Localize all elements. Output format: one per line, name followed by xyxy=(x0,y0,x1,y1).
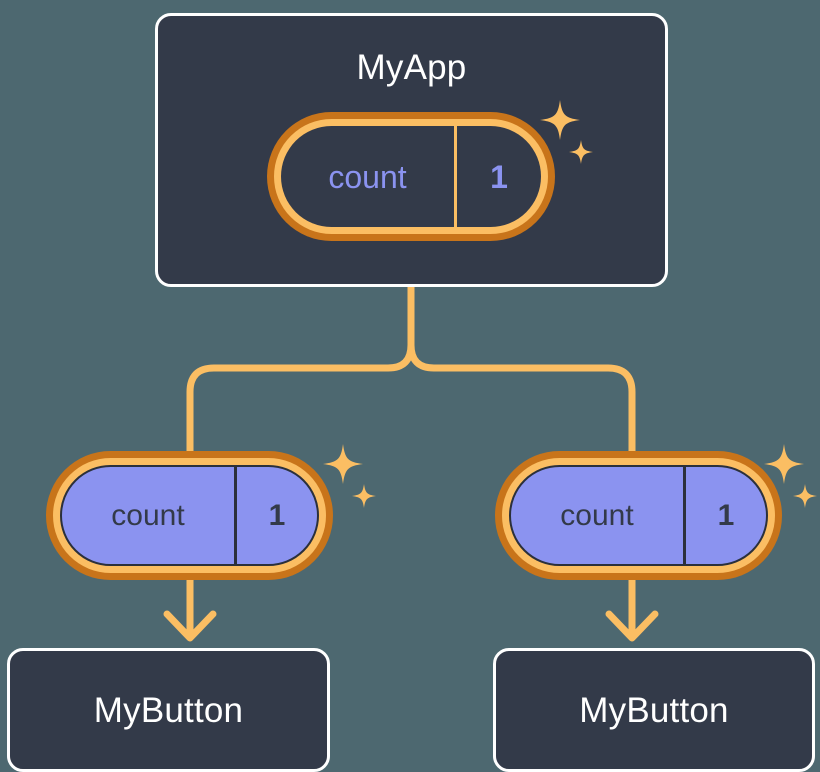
state-key: count xyxy=(281,126,457,227)
state-pill-ring: count 1 xyxy=(502,458,775,573)
state-key: count xyxy=(511,467,686,564)
state-pill-child-left[interactable]: count 1 xyxy=(46,451,333,580)
state-value: 1 xyxy=(490,158,508,195)
state-pill-ring: count 1 xyxy=(53,458,326,573)
component-node-mybutton-right[interactable]: MyButton xyxy=(493,648,815,772)
state-value: 1 xyxy=(268,498,286,532)
state-pill-body: count 1 xyxy=(281,126,541,227)
sparkle-icon xyxy=(352,484,376,508)
state-pill-child-right[interactable]: count 1 xyxy=(495,451,782,580)
root-to-branch-connector xyxy=(407,283,636,456)
component-title: MyButton xyxy=(579,690,729,730)
component-node-mybutton-left[interactable]: MyButton xyxy=(7,648,330,772)
component-title: MyButton xyxy=(93,690,244,730)
state-pill-myapp[interactable]: count 1 xyxy=(267,112,555,241)
root-to-branch-connector-left xyxy=(186,341,415,456)
state-key: count xyxy=(62,467,237,564)
state-pill-body: count 1 xyxy=(60,465,319,566)
component-title: MyApp xyxy=(356,48,467,87)
state-value: 1 xyxy=(717,498,735,532)
state-pill-body: count 1 xyxy=(509,465,768,566)
sparkle-icon xyxy=(323,444,363,484)
sparkle-icon xyxy=(793,484,817,508)
left-arrow-head-icon xyxy=(163,610,217,642)
state-pill-ring: count 1 xyxy=(274,119,548,234)
right-arrow-head-icon xyxy=(605,610,659,642)
